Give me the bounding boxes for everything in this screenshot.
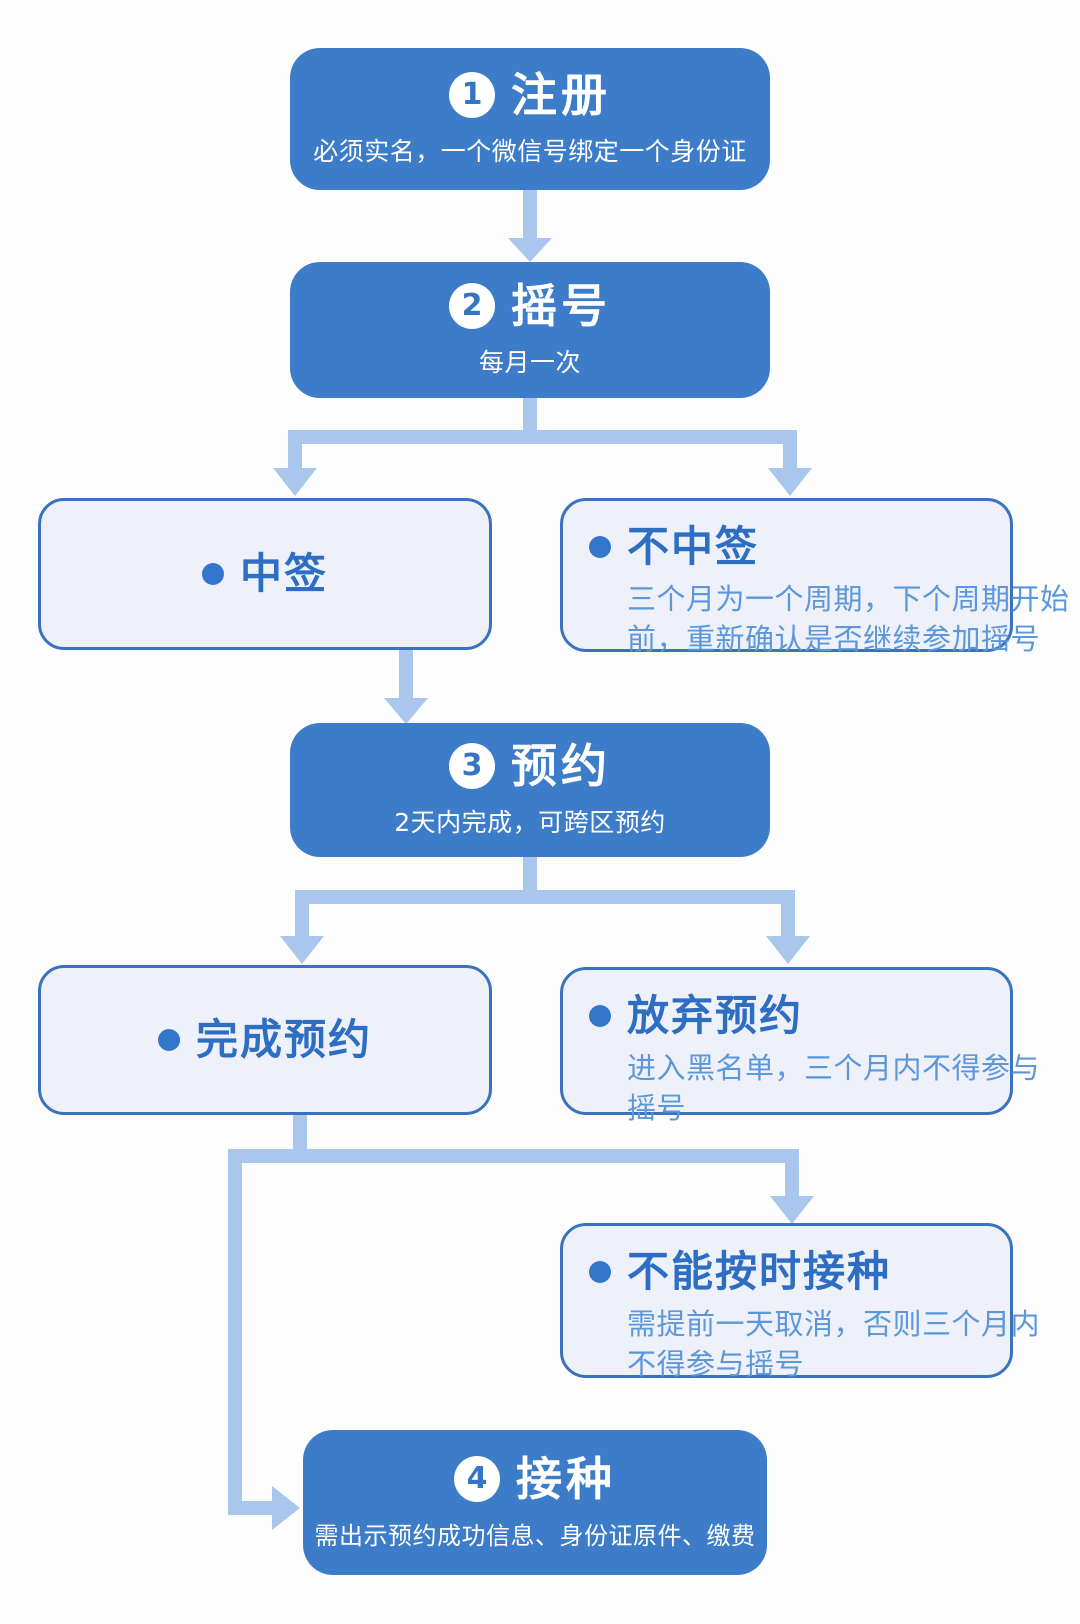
arrow-appointment-split — [295, 857, 795, 938]
outcome-box-win: 中签 — [38, 498, 492, 650]
bullet-icon — [589, 536, 611, 559]
outcome-title: 完成预约 — [195, 1014, 372, 1064]
outcome-box-complete: 完成预约 — [38, 965, 492, 1115]
arrowhead-to-appointment — [384, 698, 428, 724]
outcome-body: 需提前一天取消，否则三个月内 不得参与摇号 — [627, 1304, 1041, 1384]
bullet-icon — [201, 562, 224, 585]
bullet-icon — [589, 1261, 611, 1284]
step-box-vaccinate: 4 接种 需出示预约成功信息、身份证原件、缴费 — [303, 1430, 767, 1575]
arrowhead-to-abandon — [766, 936, 810, 964]
outcome-title: 不能按时接种 — [627, 1247, 892, 1296]
outcome-box-lose: 不中签 三个月为一个周期，下个周期开始 前，重新确认是否继续参加摇号 — [560, 498, 1069, 656]
outcome-body-line: 需提前一天取消，否则三个月内 — [627, 1307, 1041, 1342]
outcome-body-line: 摇号 — [627, 1091, 687, 1126]
bullet-icon — [157, 1028, 180, 1051]
outcome-body-line: 不得参与摇号 — [627, 1347, 805, 1382]
step-number-badge: 3 — [449, 743, 495, 789]
step-box-lottery: 2 摇号 每月一次 — [290, 262, 770, 398]
step-title: 预约 — [511, 738, 611, 793]
arrowhead-to-lottery — [508, 238, 552, 262]
arrowhead-to-win — [273, 468, 317, 496]
step-subtitle: 必须实名，一个微信号绑定一个身份证 — [313, 137, 747, 167]
outcome-body-line: 三个月为一个周期，下个周期开始 — [627, 582, 1070, 617]
outcome-head: 放弃预约 — [589, 991, 986, 1040]
outcome-body-line: 进入黑名单，三个月内不得参与 — [627, 1051, 1041, 1086]
outcome-head: 不能按时接种 — [589, 1247, 986, 1296]
step-subtitle: 2天内完成，可跨区预约 — [394, 808, 666, 838]
step-number-badge: 4 — [454, 1456, 500, 1502]
bullet-icon — [589, 1005, 611, 1028]
step-title: 注册 — [511, 67, 611, 122]
outcome-head: 完成预约 — [157, 1014, 372, 1064]
step-title: 摇号 — [511, 278, 611, 333]
outcome-head: 不中签 — [589, 522, 986, 571]
step-title-row: 1 注册 — [449, 70, 611, 121]
step-box-appointment: 3 预约 2天内完成，可跨区预约 — [290, 723, 770, 857]
arrowhead-to-vaccinate — [272, 1486, 300, 1530]
arrow-lottery-split — [288, 391, 797, 470]
step-title-row: 3 预约 — [449, 741, 611, 792]
step-title-row: 4 接种 — [454, 1454, 616, 1505]
arrowhead-to-complete — [280, 936, 324, 964]
arrow-complete-split — [228, 1115, 799, 1515]
step-title-row: 2 摇号 — [449, 281, 611, 332]
outcome-title: 不中签 — [627, 522, 760, 571]
outcome-body: 三个月为一个周期，下个周期开始 前，重新确认是否继续参加摇号 — [627, 579, 1070, 659]
step-subtitle: 每月一次 — [478, 348, 581, 378]
outcome-box-miss: 不能按时接种 需提前一天取消，否则三个月内 不得参与摇号 — [560, 1223, 1040, 1381]
arrowhead-to-lose — [768, 468, 812, 496]
outcome-box-abandon: 放弃预约 进入黑名单，三个月内不得参与 摇号 — [560, 967, 1040, 1125]
outcome-body: 进入黑名单，三个月内不得参与 摇号 — [627, 1048, 1041, 1128]
outcome-body-line: 前，重新确认是否继续参加摇号 — [627, 622, 1041, 657]
step-number-badge: 2 — [449, 283, 495, 329]
step-title: 接种 — [516, 1451, 616, 1506]
outcome-title: 放弃预约 — [627, 991, 804, 1040]
outcome-title: 中签 — [239, 548, 328, 598]
step-subtitle: 需出示预约成功信息、身份证原件、缴费 — [314, 1522, 756, 1551]
step-box-register: 1 注册 必须实名，一个微信号绑定一个身份证 — [290, 48, 770, 190]
outcome-head: 中签 — [201, 548, 328, 598]
arrowhead-to-miss — [770, 1196, 814, 1224]
step-number-badge: 1 — [449, 72, 495, 118]
